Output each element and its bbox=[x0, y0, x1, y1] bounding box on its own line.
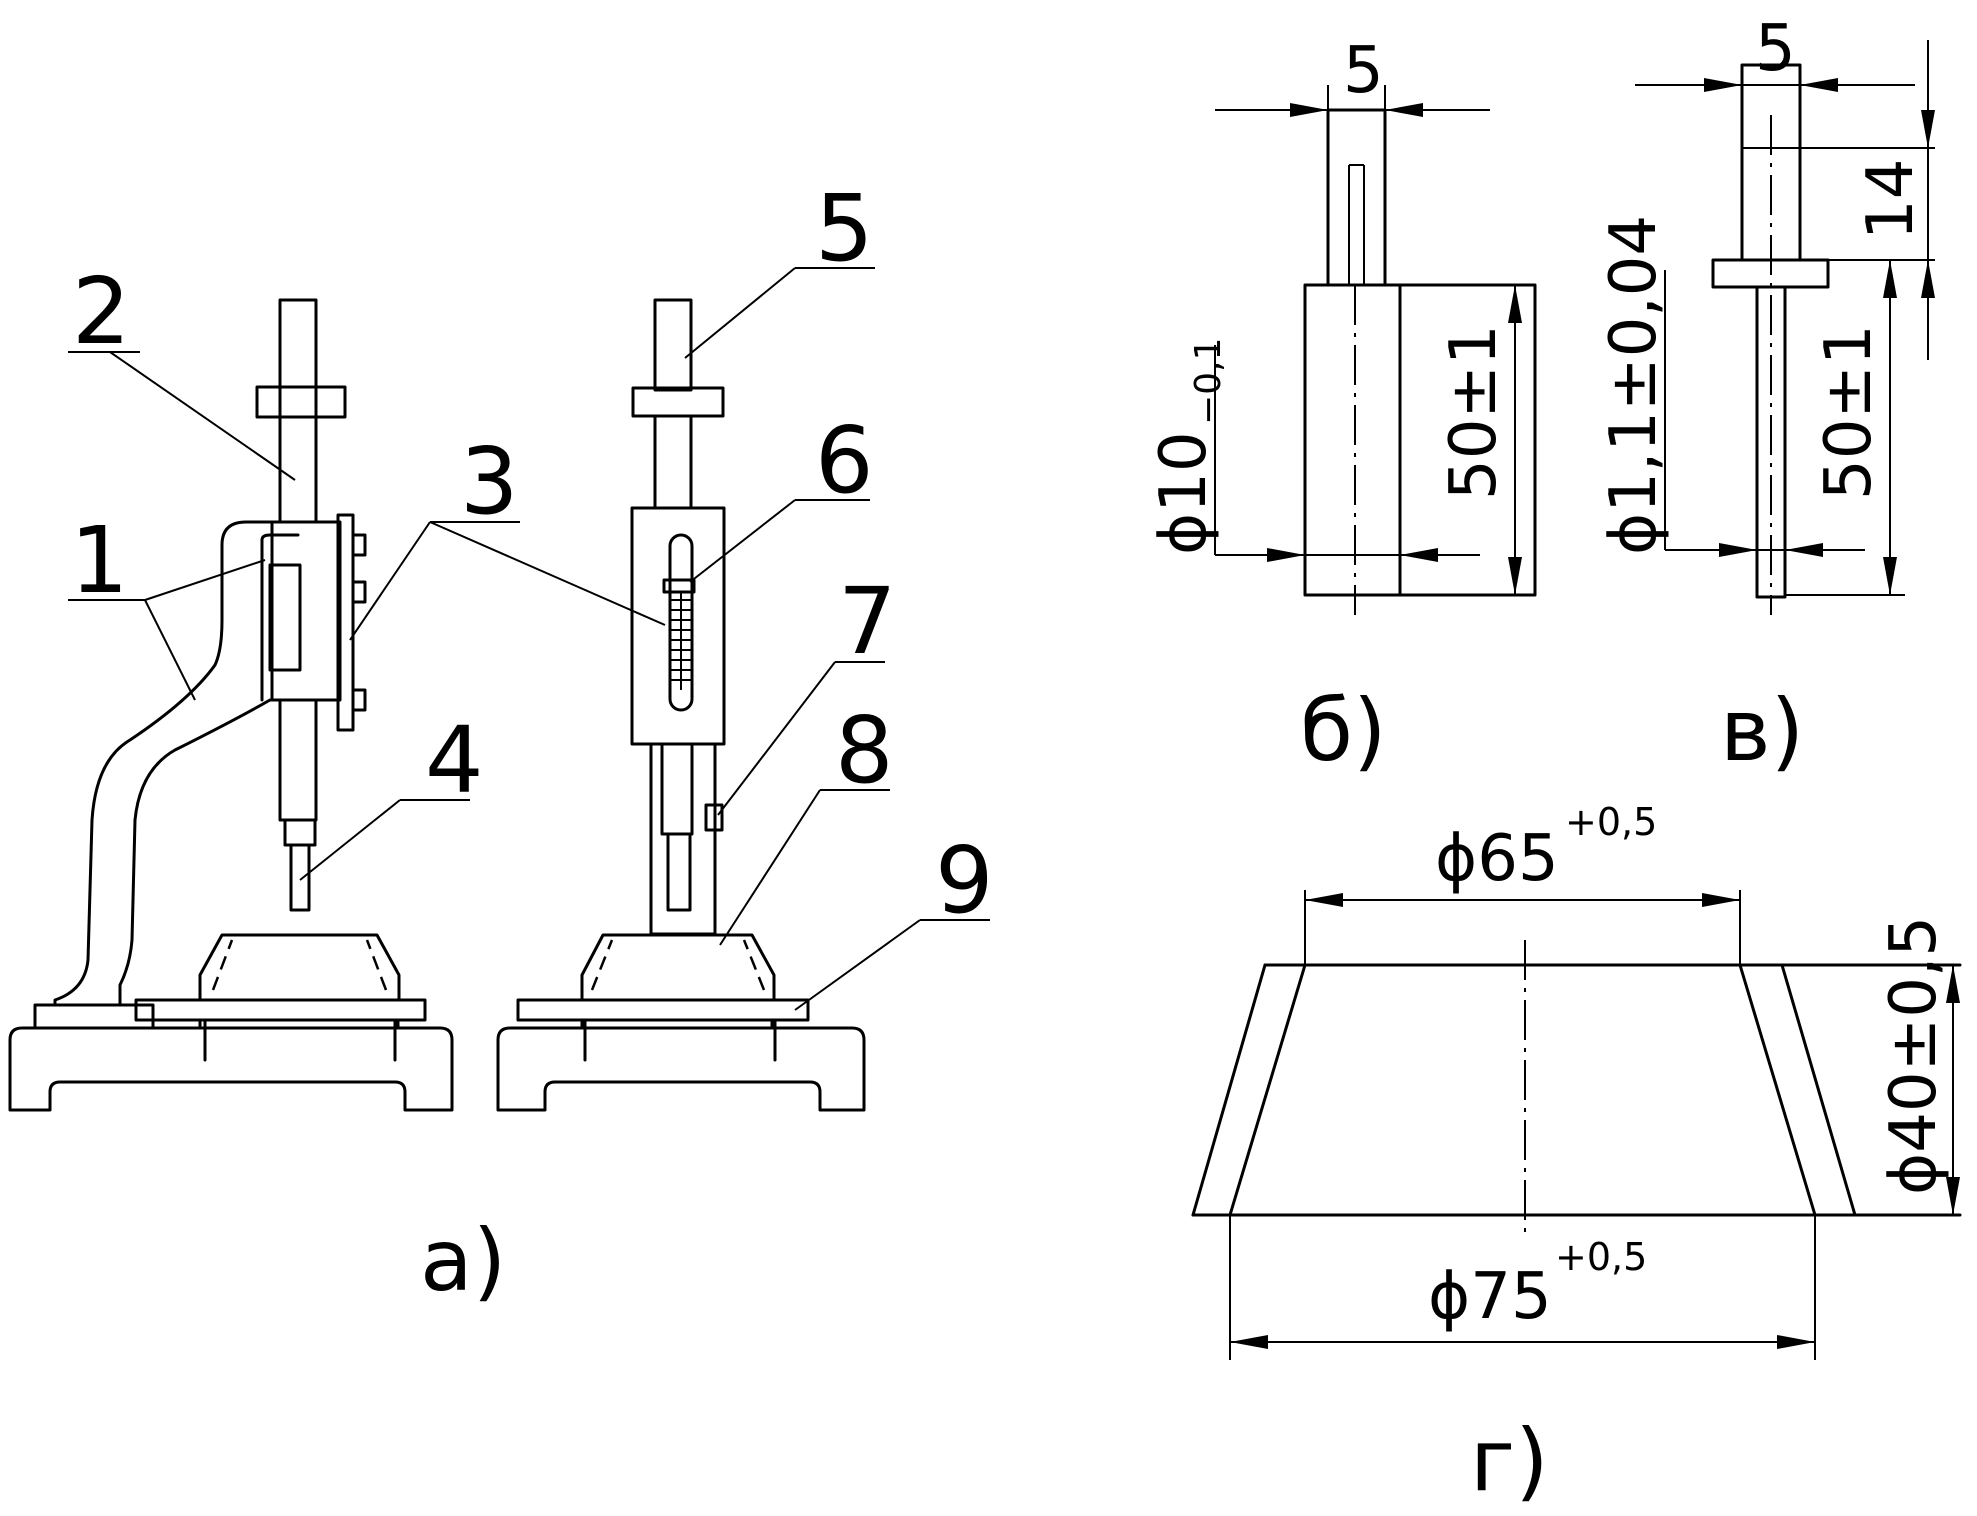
callout-labels: 1 2 3 4 5 6 7 8 9 а) bbox=[70, 175, 994, 1311]
callout-1: 1 bbox=[70, 507, 129, 614]
view-b-top-width: 5 bbox=[1343, 34, 1384, 108]
base-left bbox=[8, 1026, 454, 1112]
view-v-head-height: 14 bbox=[1854, 159, 1928, 240]
instrument-right bbox=[496, 298, 866, 1112]
callout-9: 9 bbox=[935, 827, 994, 934]
instrument-left bbox=[8, 298, 454, 1112]
view-g-bottom-tol: +0,5 bbox=[1555, 1235, 1647, 1279]
stand-arm bbox=[53, 520, 274, 1007]
callout-8: 8 bbox=[835, 697, 894, 804]
view-g-top-tol: +0,5 bbox=[1565, 800, 1657, 844]
view-g-bottom-diameter: ϕ75 bbox=[1428, 1260, 1552, 1334]
view-b-length: 50±1 bbox=[1437, 324, 1511, 500]
caption-g: г) bbox=[1470, 1411, 1549, 1511]
callout-6: 6 bbox=[815, 407, 874, 514]
view-b-diameter-tol: −0,1 bbox=[1188, 338, 1229, 425]
callout-4: 4 bbox=[425, 707, 484, 814]
view-g-height: ϕ40±0,5 bbox=[1877, 916, 1951, 1195]
view-v-top-width: 5 bbox=[1755, 12, 1796, 86]
callout-2: 2 bbox=[72, 258, 131, 365]
caption-v: в) bbox=[1720, 681, 1804, 781]
caption-a: а) bbox=[420, 1211, 506, 1311]
leader-lines bbox=[68, 267, 990, 1011]
view-b-diameter: ϕ10 bbox=[1147, 431, 1221, 555]
view-g-top-diameter: ϕ65 bbox=[1435, 822, 1559, 896]
base-right bbox=[496, 1026, 866, 1112]
caption-b: б) bbox=[1300, 681, 1387, 781]
view-g-cone: ϕ65 +0,5 ϕ75 +0,5 ϕ40±0,5 г) bbox=[1191, 800, 1962, 1511]
view-b-pin: 5 ϕ10 −0,1 50±1 б) bbox=[1147, 34, 1537, 781]
callout-3: 3 bbox=[460, 428, 519, 535]
callout-5: 5 bbox=[815, 175, 874, 282]
view-v-length: 50±1 bbox=[1812, 324, 1886, 500]
view-v-diameter: ϕ1,1±0,04 bbox=[1597, 215, 1671, 555]
callout-7: 7 bbox=[838, 568, 897, 675]
view-v-needle: 5 14 ϕ1,1±0,04 50±1 в) bbox=[1597, 12, 1935, 781]
